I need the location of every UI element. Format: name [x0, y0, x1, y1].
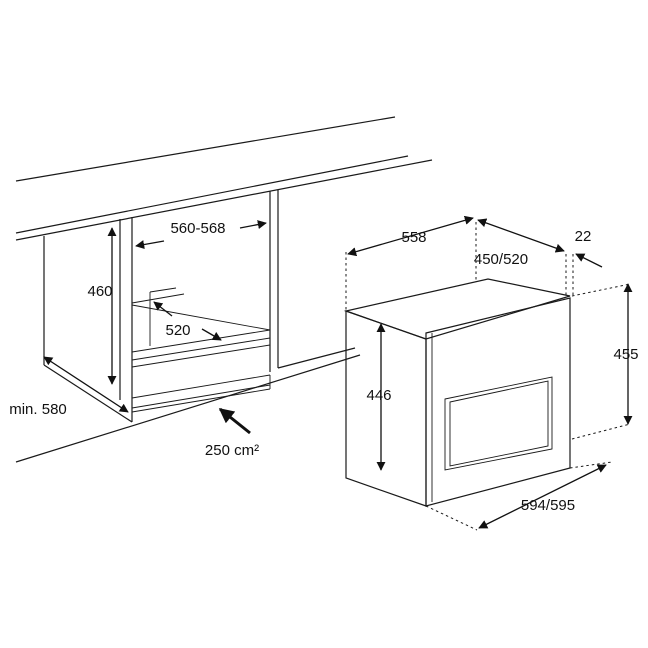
shelf-front-edge-b	[131, 337, 271, 361]
niche-depth-arrow-back	[153, 301, 173, 317]
niche-depth-label: 520	[165, 322, 190, 339]
oven-depth-total-label: 558	[401, 229, 426, 246]
niche-width-label: 560-568	[170, 220, 225, 237]
oven-top-face	[343, 278, 571, 340]
front-width-arrow	[478, 464, 607, 529]
countertop-top-edge	[15, 116, 396, 182]
oven-side-face	[345, 310, 427, 507]
oven-body-depth-arrow	[477, 218, 565, 253]
shelf-back-edge	[131, 293, 185, 304]
niche-back-top-edge	[149, 287, 177, 293]
countertop-front-edge-lower	[15, 159, 433, 241]
countertop-front-edge-upper	[15, 155, 409, 234]
vent-area-label: 250 cm²	[205, 442, 259, 459]
min-depth-label: min. 580	[9, 401, 67, 418]
shelf-side-edge-upper	[131, 304, 271, 331]
bottom-strip-mid	[131, 384, 271, 409]
niche-depth-arrow-front	[201, 328, 222, 341]
ext-line-bottom-right	[571, 423, 631, 440]
ext-line-front-left	[425, 505, 478, 531]
niche-width-arrow-left	[135, 240, 165, 250]
bottom-strip-bottom	[131, 388, 271, 413]
shelf-front-edge-a	[131, 329, 271, 353]
niche-height-label: 460	[87, 283, 112, 300]
niche-width-arrow-right	[239, 220, 267, 230]
front-height-label: 455	[613, 346, 638, 363]
cabinet-niche	[15, 116, 433, 463]
ext-line-top-right	[571, 283, 631, 297]
bottom-strip-top	[131, 374, 271, 399]
right-panel-bottom-edge	[277, 347, 356, 369]
oven-door-window-outer	[444, 376, 553, 471]
oven-body-depth-label: 450/520	[474, 251, 528, 268]
oven-door-window-inner	[449, 380, 549, 467]
front-thickness-label: 22	[575, 228, 592, 245]
front-width-label: 594/595	[521, 497, 575, 514]
shelf-front-edge-c	[131, 344, 271, 368]
front-thickness-arrow	[575, 253, 603, 268]
body-height-label: 446	[366, 387, 391, 404]
oven-depth-total-arrow	[347, 215, 474, 257]
vent-arrow	[218, 407, 251, 435]
min-depth-arrow	[43, 356, 129, 413]
floor-line	[15, 354, 361, 463]
